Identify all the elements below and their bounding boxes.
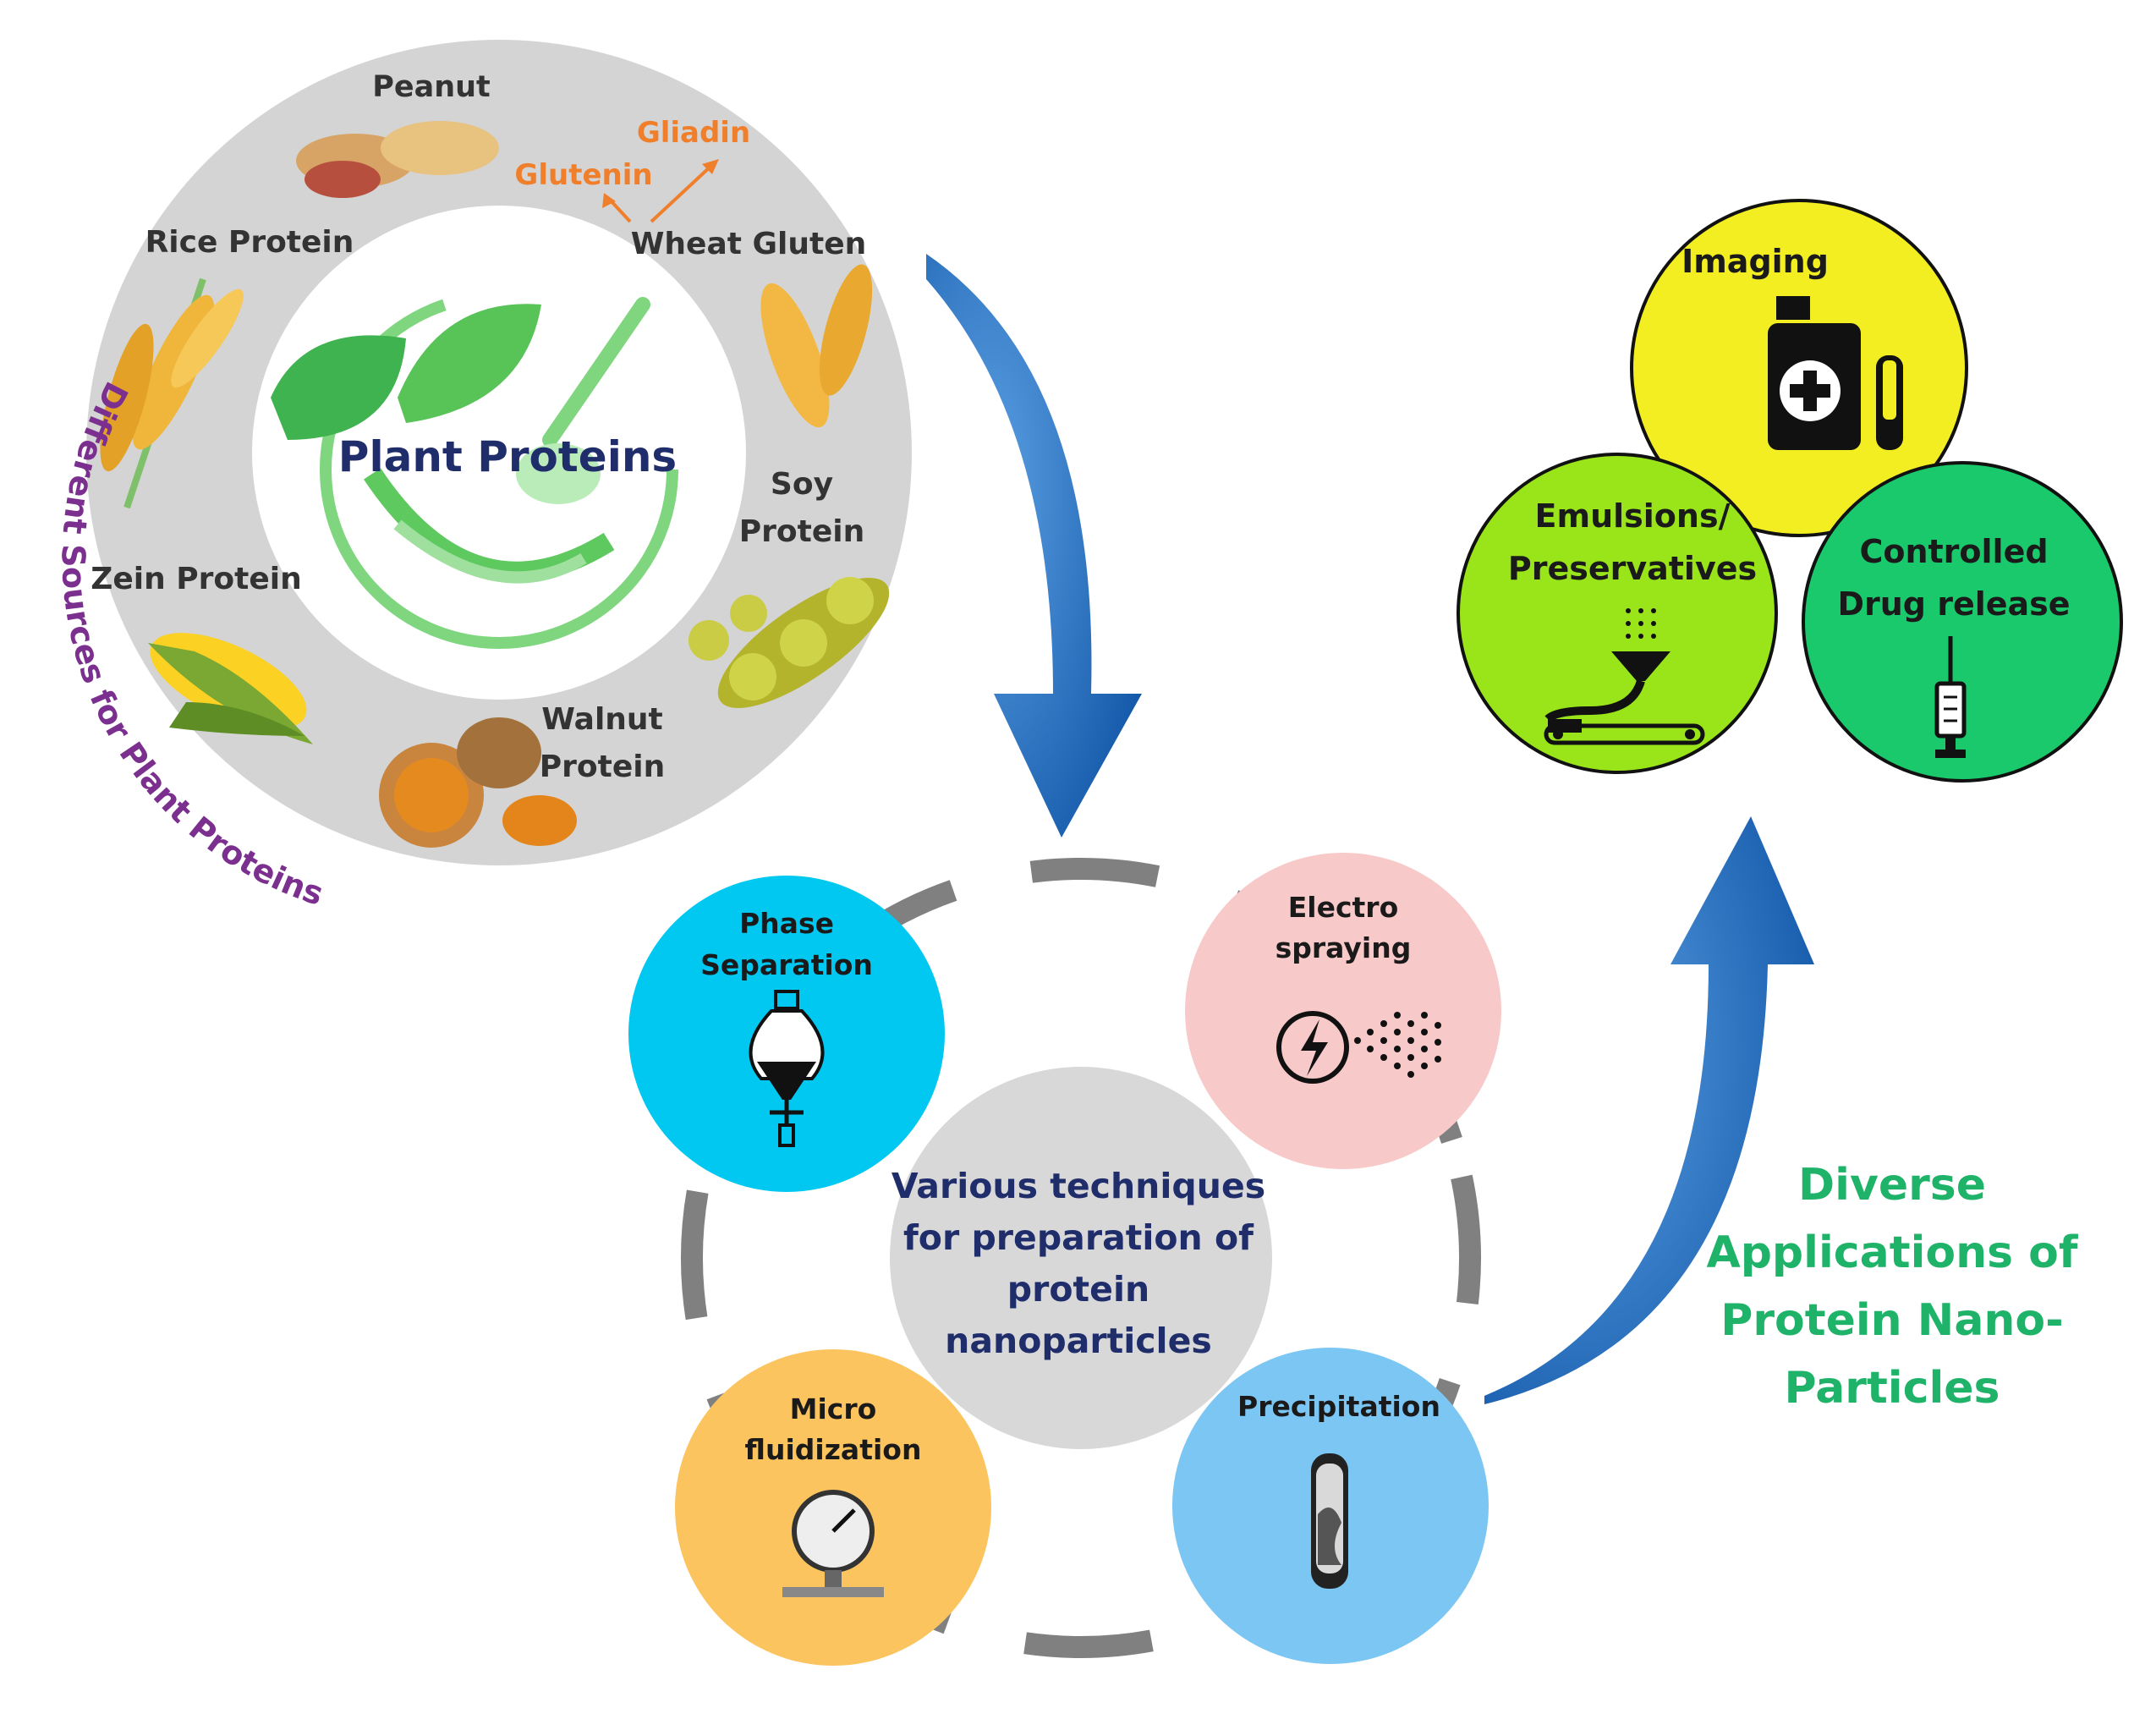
corn-icon	[148, 633, 313, 744]
separatory-funnel-icon	[749, 990, 825, 1147]
micro-fluidization-node: Micro fluidization	[675, 1349, 991, 1666]
contrast-bottle-icon	[1768, 296, 1903, 450]
phase-label-line2: Separation	[700, 948, 873, 981]
soy-label-line2: Protein	[739, 514, 864, 549]
walnut-protein-item: Walnut Protein	[379, 702, 665, 848]
emulsions-label-line1: Emulsions/	[1535, 497, 1731, 535]
test-tube-icon	[1311, 1453, 1348, 1589]
blue-curved-arrow	[926, 254, 1142, 838]
techniques-cycle: Various techniques for preparation of pr…	[628, 853, 1501, 1666]
zein-protein-label: Zein Protein	[91, 562, 302, 596]
applications-caption-line2: Applications of	[1706, 1227, 2078, 1278]
arrow-techniques-to-applications	[1484, 816, 1814, 1404]
syringe-icon	[1934, 636, 1967, 758]
plant-sources-ring: Plant Proteins Peanut Wheat Gluten Glute…	[55, 40, 912, 913]
wheat-icon	[760, 264, 873, 428]
techniques-center-line2: for preparation of	[903, 1217, 1254, 1258]
plant-proteins-title: Plant Proteins	[338, 432, 677, 481]
imaging-label: Imaging	[1681, 243, 1829, 280]
lightning-icon	[1276, 1011, 1349, 1084]
techniques-dashed-ring	[681, 858, 1481, 1658]
emulsions-circle	[1457, 453, 1778, 774]
plant-proteins-logo: Plant Proteins	[271, 290, 678, 649]
soy-protein-item: Soy Protein	[688, 467, 890, 708]
zein-protein-item: Zein Protein	[91, 562, 313, 744]
soy-label-line1: Soy	[771, 467, 833, 502]
precipitation-node: Precipitation	[1172, 1348, 1489, 1664]
spray-dots-icon	[1354, 1012, 1441, 1078]
wheat-gluten-label: Wheat Gluten	[631, 227, 867, 261]
conveyor-icon	[1544, 723, 1705, 745]
drug-label-line1: Controlled	[1859, 533, 2048, 570]
blue-curved-arrow-2	[1484, 816, 1814, 1404]
techniques-center-line3: protein	[1007, 1269, 1149, 1310]
funnel-icon	[1611, 651, 1670, 681]
rice-icon	[100, 277, 244, 509]
leaf-icon	[398, 304, 541, 423]
phase-label-line1: Phase	[739, 907, 834, 940]
electro-label-line2: spraying	[1275, 931, 1412, 964]
applications-caption-line4: Particles	[1785, 1363, 2000, 1414]
rice-protein-item: Rice Protein	[100, 225, 354, 509]
emulsions-label-line2: Preservatives	[1508, 550, 1757, 587]
walnut-label-line1: Walnut	[541, 702, 663, 737]
dispensing-conveyor-icon	[1544, 608, 1705, 745]
precipitation-label: Precipitation	[1237, 1390, 1440, 1423]
peanut-label: Peanut	[372, 70, 491, 104]
wheat-gluten-item: Wheat Gluten Glutenin Gliadin	[514, 116, 873, 428]
walnut-icon	[379, 717, 577, 848]
applications-caption-line1: Diverse	[1798, 1160, 1986, 1211]
applications-caption-line3: Protein Nano-	[1720, 1295, 2064, 1346]
techniques-center-line4: nanoparticles	[945, 1321, 1212, 1361]
micro-label-line2: fluidization	[745, 1433, 922, 1466]
techniques-center-disc	[890, 1067, 1272, 1449]
glutenin-label: Glutenin	[514, 158, 652, 192]
soybean-icon	[688, 577, 890, 708]
micro-label-line1: Micro	[790, 1392, 877, 1425]
spoon-icon	[516, 443, 601, 504]
gliadin-label: Gliadin	[637, 116, 750, 150]
walnut-label-line2: Protein	[540, 750, 665, 784]
electro-label-line1: Electro	[1288, 891, 1399, 924]
peanut-item: Peanut	[296, 70, 499, 198]
phase-separation-node: Phase Separation	[628, 876, 945, 1192]
drug-release-circle	[1802, 461, 2123, 783]
leaf-icon	[271, 335, 406, 440]
electro-spraying-node: Electro spraying	[1185, 853, 1501, 1169]
electrospray-icon	[1276, 1011, 1441, 1084]
drug-label-line2: Drug release	[1837, 585, 2070, 623]
techniques-center-line1: Various techniques	[891, 1166, 1265, 1206]
arrow-sources-to-techniques	[926, 254, 1142, 838]
pressure-gauge-icon	[782, 1490, 884, 1597]
rice-protein-label: Rice Protein	[145, 225, 354, 260]
applications-cluster: Imaging Emulsions/ Preservatives	[1457, 199, 2123, 1414]
